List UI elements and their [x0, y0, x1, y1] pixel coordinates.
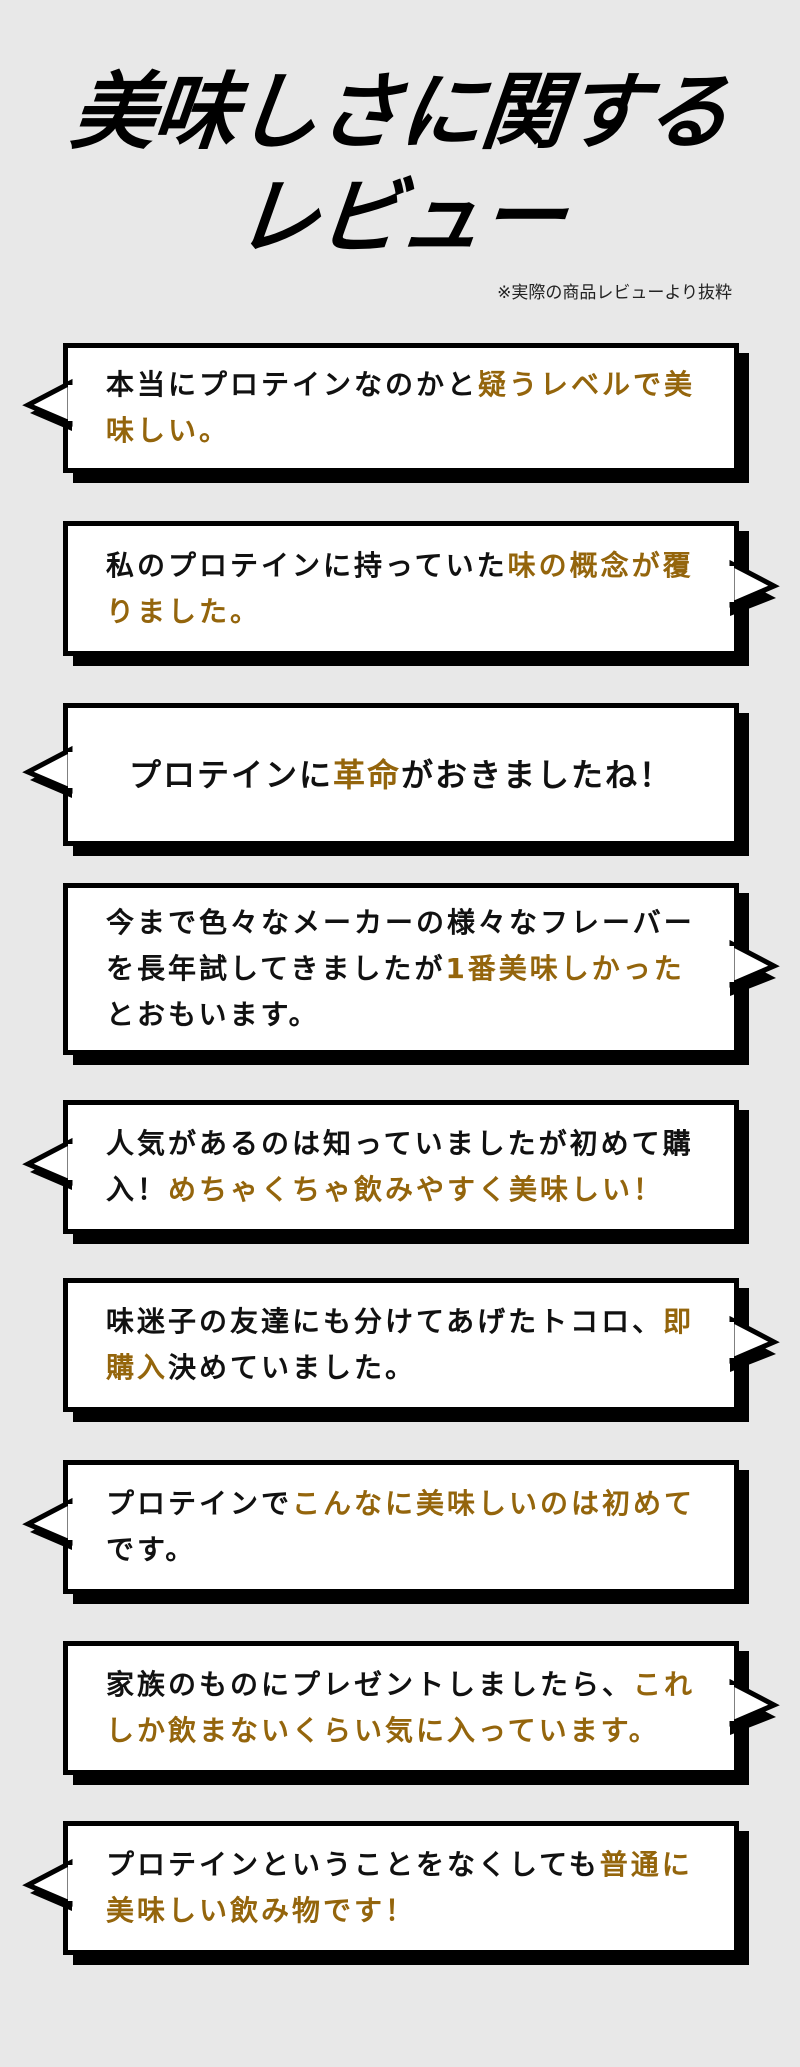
- review-bubble: プロテインに革命がおきましたね！: [22, 703, 739, 846]
- review-highlight: 疑うレベルで美味しい。: [106, 368, 696, 447]
- review-highlight: 普通に美味しい飲み物です！: [106, 1848, 693, 1927]
- speech-tail-icon: [726, 1678, 780, 1735]
- review-text: 私のプロテインに持っていた味の概念が覆りました。: [106, 543, 704, 635]
- review-segment: プロテインで: [106, 1487, 293, 1520]
- speech-tail-icon: [22, 1137, 76, 1190]
- speech-tail-icon: [22, 745, 76, 798]
- review-segment: 決めていました。: [168, 1351, 417, 1384]
- review-text: プロテインということをなくしても普通に美味しい飲み物です！: [106, 1842, 704, 1934]
- review-text: 人気があるのは知っていましたが初めて購入！めちゃくちゃ飲みやすく美味しい！: [106, 1121, 704, 1213]
- speech-tail-icon: [726, 559, 780, 616]
- review-segment: 家族のものにプレゼントしましたら、: [106, 1668, 634, 1701]
- review-segment: がおきましたね！: [401, 755, 674, 794]
- speech-tail-icon: [22, 1858, 76, 1911]
- review-text: 味迷子の友達にも分けてあげたトコロ、即購入決めていました。: [106, 1299, 704, 1391]
- review-bubble: 本当にプロテインなのかと疑うレベルで美味しい。: [22, 343, 739, 473]
- review-segment: 味迷子の友達にも分けてあげたトコロ、: [106, 1305, 664, 1338]
- review-bubble: 私のプロテインに持っていた味の概念が覆りました。: [63, 521, 780, 656]
- review-highlight: めちゃくちゃ飲みやすく美味しい！: [168, 1173, 665, 1206]
- speech-tail-icon: [726, 1315, 780, 1372]
- review-segment: です。: [106, 1533, 197, 1566]
- speech-tail-icon: [22, 1497, 76, 1550]
- review-segment: 今まで色々なメーカーの様々なフレーバーを長年試してきましたが: [106, 906, 695, 985]
- review-text: プロテインでこんなに美味しいのは初めてです。: [106, 1481, 704, 1573]
- review-segment: とおもいます。: [106, 998, 320, 1031]
- review-bubble: 人気があるのは知っていましたが初めて購入！めちゃくちゃ飲みやすく美味しい！: [22, 1100, 739, 1234]
- review-text: プロテインに革命がおきましたね！: [129, 752, 673, 798]
- review-segment: 私のプロテインに持っていた: [106, 548, 508, 582]
- review-text: 今まで色々なメーカーの様々なフレーバーを長年試してきましたが1番美味しかったとお…: [106, 900, 704, 1038]
- page-title-line1: 美味しさに関する: [66, 63, 734, 161]
- review-bubble: プロテインということをなくしても普通に美味しい飲み物です！: [22, 1821, 739, 1955]
- review-text: 家族のものにプレゼントしましたら、これしか飲まないくらい気に入っています。: [106, 1662, 704, 1754]
- review-highlight: 味の概念が覆りました。: [106, 548, 694, 628]
- review-bubble: プロテインでこんなに美味しいのは初めてです。: [22, 1460, 739, 1594]
- review-highlight: こんなに美味しいのは初めて: [292, 1487, 696, 1520]
- review-segment: プロテインということをなくしても: [106, 1848, 600, 1881]
- speech-tail-icon: [726, 939, 780, 996]
- review-text: 本当にプロテインなのかと疑うレベルで美味しい。: [106, 362, 704, 454]
- page-title-line2: レビュー: [230, 168, 570, 266]
- review-highlight: 1番美味しかった: [445, 952, 685, 985]
- review-bubble: 家族のものにプレゼントしましたら、これしか飲まないくらい気に入っています。: [63, 1641, 780, 1775]
- review-bubble: 今まで色々なメーカーの様々なフレーバーを長年試してきましたが1番美味しかったとお…: [63, 883, 780, 1055]
- review-highlight: これしか飲まないくらい気に入っています。: [106, 1668, 696, 1747]
- source-note: ※実際の商品レビューより抜粋: [497, 283, 732, 303]
- review-highlight: 革命: [332, 755, 401, 794]
- review-segment: 本当にプロテインなのかと: [106, 368, 479, 401]
- review-bubble: 味迷子の友達にも分けてあげたトコロ、即購入決めていました。: [63, 1278, 780, 1412]
- review-segment: 人気があるのは知っていましたが初めて購入！: [106, 1127, 694, 1206]
- speech-tail-icon: [22, 378, 76, 431]
- review-segment: プロテインに: [128, 755, 333, 794]
- review-highlight: 即購入: [106, 1305, 695, 1384]
